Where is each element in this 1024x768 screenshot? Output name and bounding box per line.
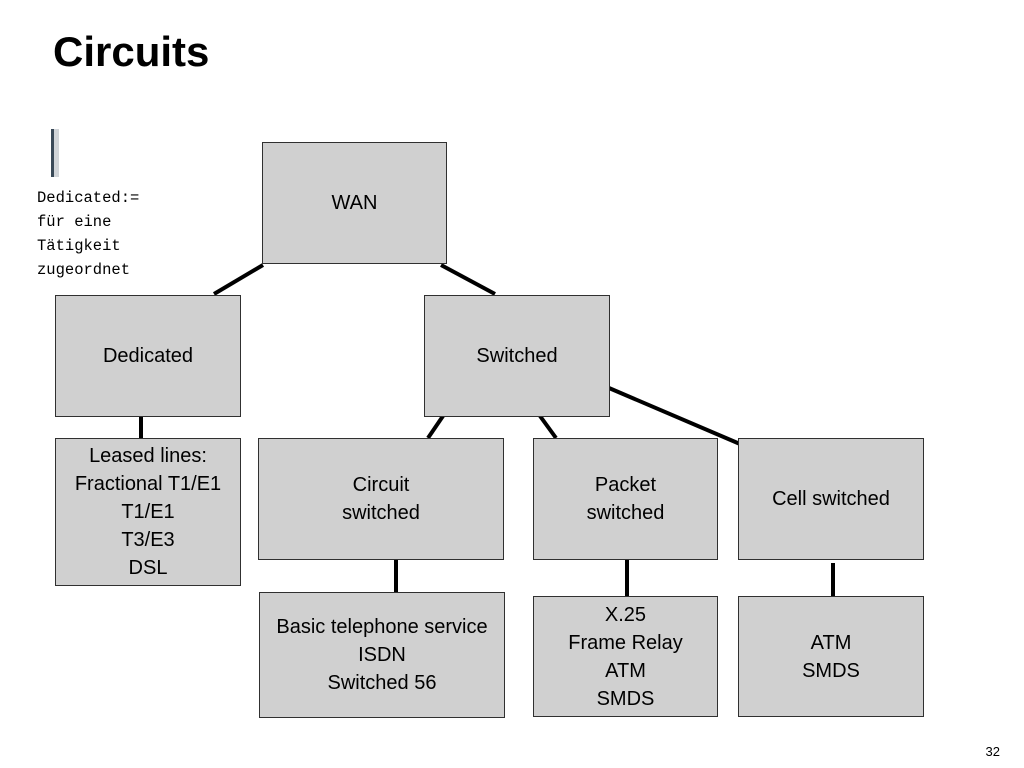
- connector-switched-packet: [538, 414, 558, 440]
- connector-wan-dedicated: [212, 263, 265, 296]
- connector-switched-cell: [608, 386, 741, 446]
- connector-wan-switched: [440, 263, 496, 296]
- node-cell-switched: Cell switched: [738, 438, 924, 560]
- node-circuit-examples: Basic telephone service ISDN Switched 56: [259, 592, 505, 718]
- node-leased-lines: Leased lines: Fractional T1/E1 T1/E1 T3/…: [55, 438, 241, 586]
- node-dedicated: Dedicated: [55, 295, 241, 417]
- node-switched: Switched: [424, 295, 610, 417]
- node-packet-switched: Packet switched: [533, 438, 718, 560]
- definition-note: Dedicated:= für eine Tätigkeit zugeordne…: [37, 189, 140, 279]
- sidebar-marker-icon: [51, 129, 59, 177]
- connector-switched-circuit: [426, 414, 445, 440]
- page-title: Circuits: [53, 28, 210, 75]
- node-packet-examples: X.25 Frame Relay ATM SMDS: [533, 596, 718, 717]
- page-number: 32: [985, 744, 1000, 759]
- node-wan: WAN: [262, 142, 447, 264]
- node-circuit-switched: Circuit switched: [258, 438, 504, 560]
- node-cell-examples: ATM SMDS: [738, 596, 924, 717]
